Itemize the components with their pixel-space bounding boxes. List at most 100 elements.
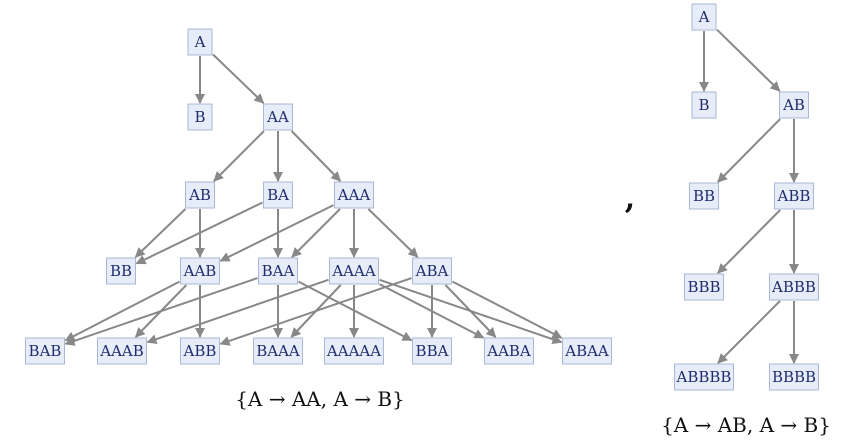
node-label: AABA (486, 342, 531, 360)
graph-node-baaa: BAAA (253, 337, 303, 365)
edge-arrow-aab-to-bab (64, 280, 180, 342)
graph-node-abaa: ABAA (562, 337, 612, 365)
node-label: AAB (183, 262, 217, 280)
node-label: B (194, 108, 205, 126)
graph-node-ba: BA (263, 181, 293, 209)
edge-arrow-aa-to-ab (213, 130, 265, 182)
node-label: A (194, 33, 206, 51)
graph-node-b: B (691, 91, 717, 119)
graph-node-abb: ABB (180, 337, 220, 365)
graph-node-bbbb: BBBB (769, 363, 819, 391)
node-box (258, 257, 298, 285)
edge-arrow-aba-to-abaa (452, 280, 563, 339)
node-box (324, 337, 384, 365)
edge-arrow-aaa-to-aba (367, 208, 419, 258)
graph-node-bb: BB (689, 182, 719, 210)
graph-node-aaaaa: AAAAA (324, 337, 384, 365)
node-label: ABBB (771, 278, 816, 296)
node-label: AB (782, 96, 805, 114)
edge-arrow-aa-to-aaa (290, 130, 342, 182)
graph-node-aab: AAB (180, 257, 220, 285)
node-box (329, 257, 379, 285)
graph-node-bbb: BBB (684, 273, 724, 301)
graph-node-abb: ABB (774, 182, 814, 210)
node-box (334, 181, 374, 209)
node-label: BAB (29, 342, 62, 360)
node-box (185, 181, 215, 209)
edge-arrow-ba-to-bb (135, 201, 263, 265)
node-box (562, 337, 612, 365)
node-box (253, 337, 303, 365)
node-label: BAA (262, 262, 295, 280)
graph-node-baa: BAA (258, 257, 298, 285)
graph-separator-comma: , (625, 181, 635, 216)
edge-arrow-aaa-to-aab (219, 204, 334, 262)
edge-arrow-aaaa-to-aaab (146, 278, 329, 344)
graph-node-aaaa: AAAA (329, 257, 379, 285)
edge-arrow-aba-to-aaba (444, 284, 497, 338)
node-label: B (698, 96, 709, 114)
node-box (779, 91, 809, 119)
node-label: AAA (337, 186, 371, 204)
edges-layer (64, 28, 799, 364)
graph-node-abbb: ABBB (769, 273, 819, 301)
node-label: AAAA (331, 262, 375, 280)
node-box (769, 273, 819, 301)
node-label: BB (110, 262, 132, 280)
node-label: ABB (777, 187, 811, 205)
node-label: BA (267, 186, 289, 204)
node-box (97, 337, 147, 365)
graph-node-bb: BB (106, 257, 136, 285)
edge-arrow-ab-to-bb (134, 208, 187, 258)
graph-node-aaa: AAA (334, 181, 374, 209)
node-box (689, 182, 719, 210)
edge-arrow-aba-to-abb (219, 277, 412, 346)
node-label: AAAAA (326, 342, 381, 360)
node-label: BBBB (772, 368, 816, 386)
node-box (187, 103, 213, 131)
node-label: BB (693, 187, 715, 205)
node-box (691, 3, 717, 31)
edge-arrow-baa-to-bab (64, 277, 258, 346)
node-box (484, 337, 534, 365)
graph-node-aaba: AABA (484, 337, 534, 365)
node-box (774, 182, 814, 210)
graph-node-aa: AA (263, 103, 293, 131)
node-box (412, 257, 452, 285)
node-label: ABAA (564, 342, 609, 360)
node-label: ABBBB (676, 368, 732, 386)
node-box (412, 337, 452, 365)
node-box (180, 337, 220, 365)
node-box (674, 363, 734, 391)
node-label: AB (188, 186, 211, 204)
right-graph-caption: {A → AB, A → B} (661, 413, 831, 437)
node-box (263, 103, 293, 131)
edge-arrow-ab-to-bb (717, 118, 781, 183)
edge-arrow-aaa-to-baa (291, 208, 341, 258)
graph-node-ab: AB (779, 91, 809, 119)
node-box (684, 273, 724, 301)
node-box (263, 181, 293, 209)
graph-node-abbbb: ABBBB (674, 363, 734, 391)
edge-arrow-abb-to-bbb (717, 209, 781, 274)
node-box (187, 28, 213, 56)
graph-node-a: A (691, 3, 717, 31)
node-label: AA (266, 108, 289, 126)
node-label: ABB (183, 342, 217, 360)
graph-node-aba: ABA (412, 257, 452, 285)
left-graph-caption: {A → AA, A → B} (235, 387, 405, 411)
graph-node-aaab: AAAB (97, 337, 147, 365)
graph-node-bab: BAB (25, 337, 65, 365)
node-label: BBA (416, 342, 449, 360)
node-box (25, 337, 65, 365)
node-box (180, 257, 220, 285)
edge-arrow-a-to-aa (212, 53, 265, 104)
node-box (106, 257, 136, 285)
graph-node-ab: AB (185, 181, 215, 209)
node-label: BBB (687, 278, 720, 296)
graph-node-a: A (187, 28, 213, 56)
graph-node-bba: BBA (412, 337, 452, 365)
